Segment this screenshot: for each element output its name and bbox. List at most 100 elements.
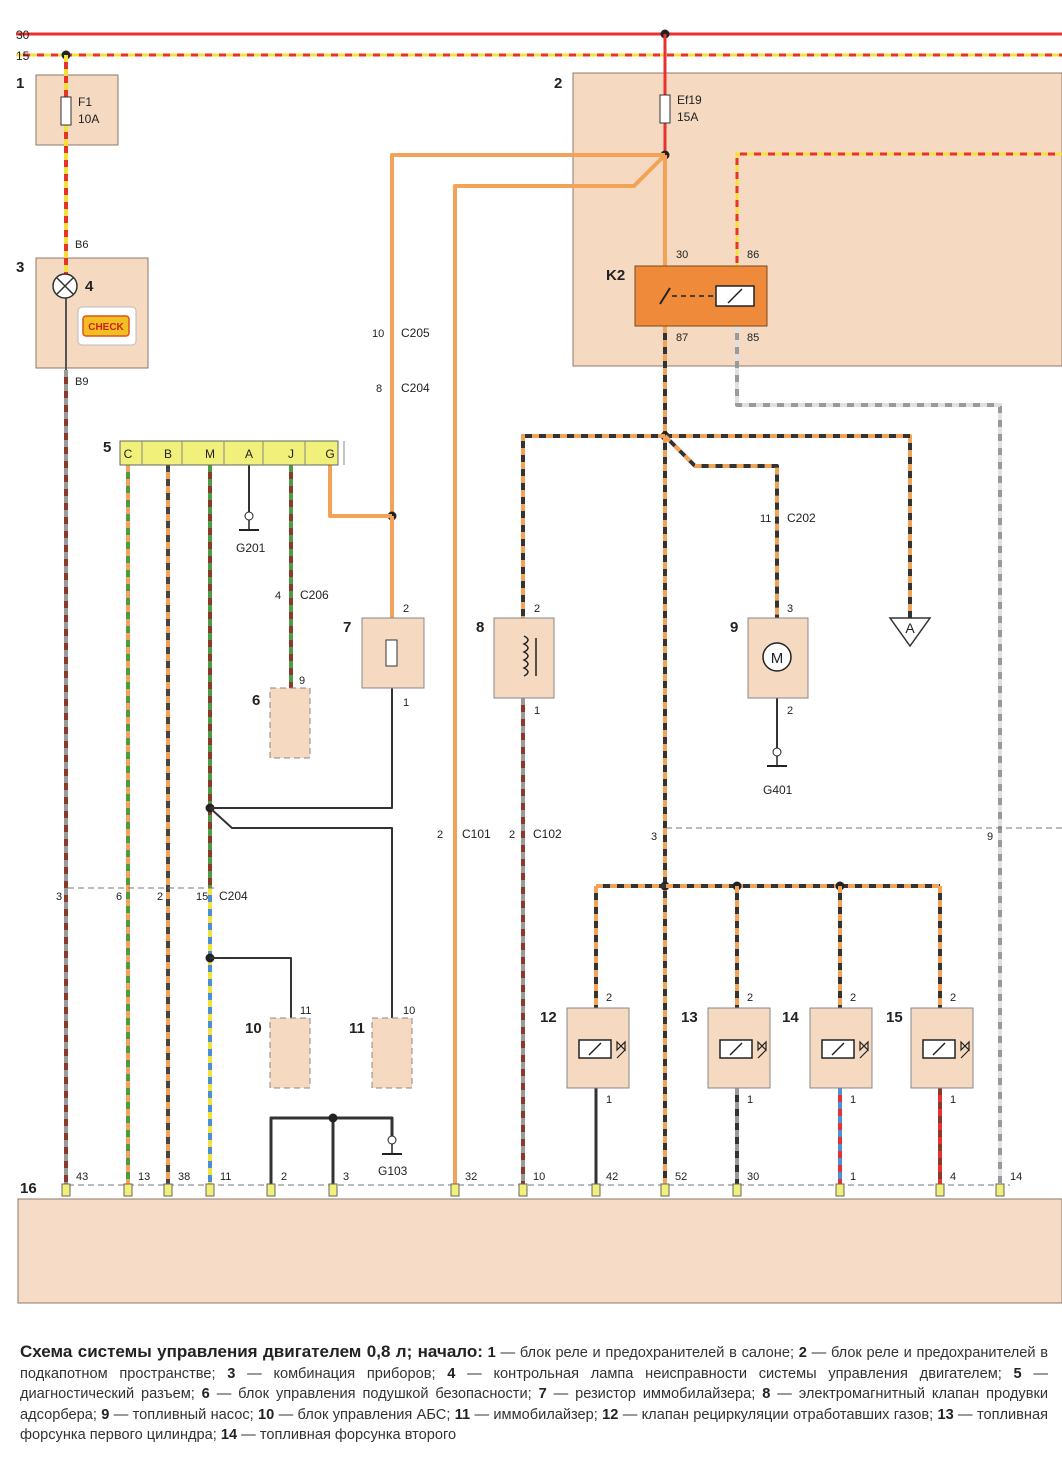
k2-line-pin-3: 3 [651, 831, 657, 843]
valve-icon [859, 1040, 869, 1059]
wire-relay-86-stripe [735, 152, 1062, 266]
wire-immo-link-2 [209, 807, 393, 1018]
caption-item-number: 1 [487, 1345, 496, 1361]
caption-item-number: 12 [602, 1406, 619, 1423]
engine-check-badge [82, 315, 130, 337]
relay-pin-30: 30 [676, 249, 688, 261]
caption-item-number: 2 [798, 1345, 807, 1361]
component-14-number: 14 [782, 1009, 799, 1026]
component-6-number: 6 [252, 692, 260, 709]
caption-item-number: 8 [762, 1386, 771, 1402]
fuse-f1 [60, 96, 72, 126]
ecu-pin-terminal [266, 1183, 276, 1197]
k2-line-pin-9: 9 [987, 831, 993, 843]
ground-g401-label: G401 [763, 783, 793, 797]
c204-lower-pin: 3 [56, 891, 62, 903]
injectors [566, 1007, 974, 1089]
ecu-pin-terminal [518, 1183, 528, 1197]
diag-pin-A: A [245, 447, 253, 461]
wiring-diagram: 30 15 1 F1 10A B6 2 Ef19 15A 3 4 CHECK B… [16, 28, 1062, 1304]
component-8-number: 8 [476, 619, 484, 636]
ecu-pin-43: 43 [76, 1171, 88, 1183]
ecu-pin-terminal [328, 1183, 338, 1197]
solenoid-coil-icon [522, 635, 529, 677]
check-badge-text: CHECK [88, 322, 124, 333]
fuse-ef19-name: Ef19 [677, 93, 702, 107]
injector-pin-top: 2 [850, 992, 856, 1004]
valve-icon [960, 1040, 970, 1059]
ecu-pin-30: 30 [747, 1171, 759, 1183]
caption-item-text: — диагностический разъем; [20, 1365, 1048, 1403]
injector-12 [566, 1007, 630, 1089]
caption-title: Схема системы управления двигателем 0,8 … [20, 1342, 483, 1361]
diag-pin-G: G [325, 447, 334, 461]
lamp-cross-b [56, 277, 74, 295]
injector-pin-top: 2 [606, 992, 612, 1004]
ecu-pin-32: 32 [465, 1171, 477, 1183]
ecu-pin-38: 38 [178, 1171, 190, 1183]
c205-name: C205 [401, 326, 430, 340]
c204-lower-name: C204 [219, 889, 248, 903]
ecu-pin-14: 14 [1010, 1171, 1022, 1183]
pin-b6: B6 [75, 239, 88, 251]
caption-item-number: 14 [220, 1427, 238, 1443]
coil-slash-icon [932, 1042, 946, 1056]
injector-pin-bottom: 1 [950, 1094, 956, 1106]
component-3-number: 3 [16, 259, 24, 276]
caption-item-text: — клапан рециркуляции отработавших газов… [618, 1406, 938, 1423]
coil-slash-icon [831, 1042, 845, 1056]
caption-item-number: 3 [227, 1365, 236, 1382]
component-9-pin-top: 3 [787, 603, 793, 615]
caption-item-text: — иммобилайзер; [470, 1406, 603, 1423]
relay-pin-85: 85 [747, 332, 759, 344]
wire-c205 [390, 153, 665, 516]
immobilizer [371, 1017, 413, 1089]
diag-pin-B: B [164, 447, 172, 461]
injector-pin-bottom: 1 [850, 1094, 856, 1106]
ecu-pin-terminal [935, 1183, 945, 1197]
ground-g201-terminal [244, 511, 254, 521]
c204-lower-pin: 15 [196, 891, 208, 903]
motor-icon [762, 642, 792, 672]
wire-k2-bus-left-stripe [521, 434, 665, 618]
c206-pin: 4 [275, 590, 281, 602]
component-1-number: 1 [16, 75, 24, 92]
ecu-pin-terminal [591, 1183, 601, 1197]
ecu-pin-3: 3 [343, 1171, 349, 1183]
ecu-pin-terminal [450, 1183, 460, 1197]
component-8-pin-top: 2 [534, 603, 540, 615]
wire-immo-link [210, 688, 393, 809]
wire-k2-bus-left [521, 434, 665, 618]
injector-15 [910, 1007, 974, 1089]
diag-pin-J: J [288, 447, 294, 461]
abs-module [269, 1017, 311, 1089]
coil-slash-icon [729, 1042, 743, 1056]
g103-junction [328, 1113, 338, 1123]
component-12-number: 12 [540, 1009, 557, 1026]
c102-name: C102 [533, 827, 562, 841]
injector-14 [809, 1007, 873, 1089]
ground-g201-label: G201 [236, 541, 266, 555]
reference-a-label: A [905, 620, 915, 636]
airbag-module [269, 687, 311, 759]
component-11-pin: 10 [403, 1005, 415, 1017]
ecu-pin-1: 1 [850, 1171, 856, 1183]
caption-item-number: 4 [447, 1365, 456, 1382]
wire-relay-85-stripe [735, 326, 1002, 1188]
ecu-pin-2: 2 [281, 1171, 287, 1183]
caption-item-text: — резистор иммобилайзера; [546, 1386, 763, 1402]
c205-pin: 10 [372, 328, 384, 340]
injector-13 [707, 1007, 771, 1089]
wire-k2-pump-stripe [663, 434, 779, 618]
caption-item-text: — блок управления АБС; [274, 1406, 455, 1423]
wire-diag-g [328, 465, 392, 518]
caption-item-number: 9 [101, 1406, 110, 1423]
motor-icon-label: M [771, 650, 784, 667]
caption-item-number: 6 [201, 1386, 210, 1402]
component-5-number: 5 [103, 439, 111, 456]
wire-k2-bus-right [665, 434, 912, 618]
purge-valve-box [493, 617, 555, 699]
c101-name: C101 [462, 827, 491, 841]
ecu-pin-terminal [123, 1183, 133, 1197]
